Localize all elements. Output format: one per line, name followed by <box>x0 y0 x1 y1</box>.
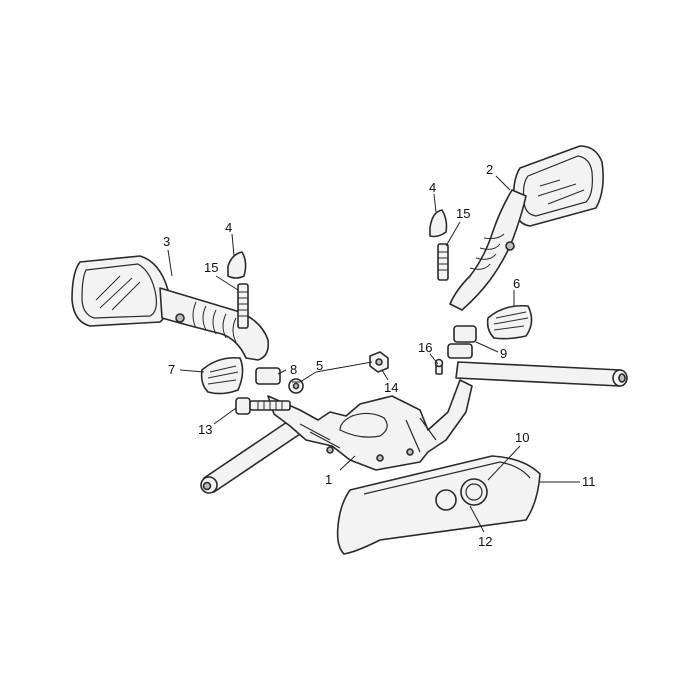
left-handguard-pad <box>200 356 244 395</box>
callout-6: 6 <box>513 276 520 291</box>
callout-9: 9 <box>500 346 507 361</box>
right-mirror-cap <box>429 209 448 238</box>
callout-13: 13 <box>198 422 212 437</box>
callout-2: 2 <box>486 162 493 177</box>
callout-16: 16 <box>418 340 432 355</box>
callout-14: 14 <box>384 380 398 395</box>
callout-7: 7 <box>168 362 175 377</box>
left-spacer <box>255 367 281 385</box>
callout-4-right: 4 <box>429 180 436 195</box>
left-mirror-screw <box>237 283 249 329</box>
left-mirror-cap <box>227 251 247 279</box>
callout-8: 8 <box>290 362 297 377</box>
clamp-bolt <box>235 397 291 415</box>
nut <box>369 351 389 373</box>
right-handguard-pad <box>486 304 533 340</box>
right-spacer-lower <box>447 343 473 359</box>
callout-11: 11 <box>582 474 596 489</box>
cover-cap-small <box>435 489 457 511</box>
callout-1: 1 <box>325 472 332 487</box>
callout-12: 12 <box>478 534 492 549</box>
callout-4-left: 4 <box>225 220 232 235</box>
leader-lines <box>167 175 580 533</box>
left-mirror <box>71 255 270 361</box>
callout-15-left: 15 <box>204 260 218 275</box>
small-screw <box>434 358 444 375</box>
callout-3: 3 <box>163 234 170 249</box>
callout-labels: 1 2 3 4 4 5 6 7 8 9 10 11 12 13 14 15 15… <box>163 162 596 549</box>
handlebar-cover <box>336 455 541 555</box>
callout-15-right: 15 <box>456 206 470 221</box>
callout-5: 5 <box>316 358 323 373</box>
cover-cap-large <box>460 478 488 506</box>
right-mirror-screw <box>437 243 449 281</box>
right-spacer <box>453 325 477 343</box>
handlebar-bracket <box>267 379 473 471</box>
handlebar <box>200 361 628 494</box>
right-mirror <box>449 145 604 311</box>
callout-10: 10 <box>515 430 529 445</box>
